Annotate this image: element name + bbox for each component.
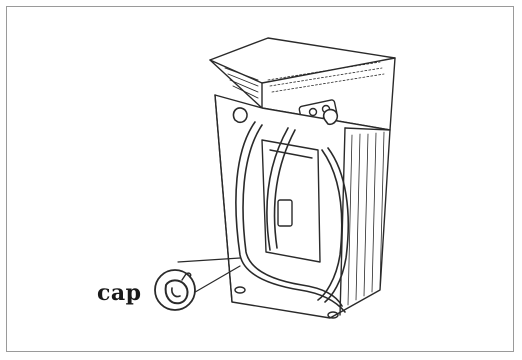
drain-cap-callout: [155, 258, 240, 310]
rear-panel: [262, 140, 320, 262]
callout-label: cap: [97, 280, 142, 306]
